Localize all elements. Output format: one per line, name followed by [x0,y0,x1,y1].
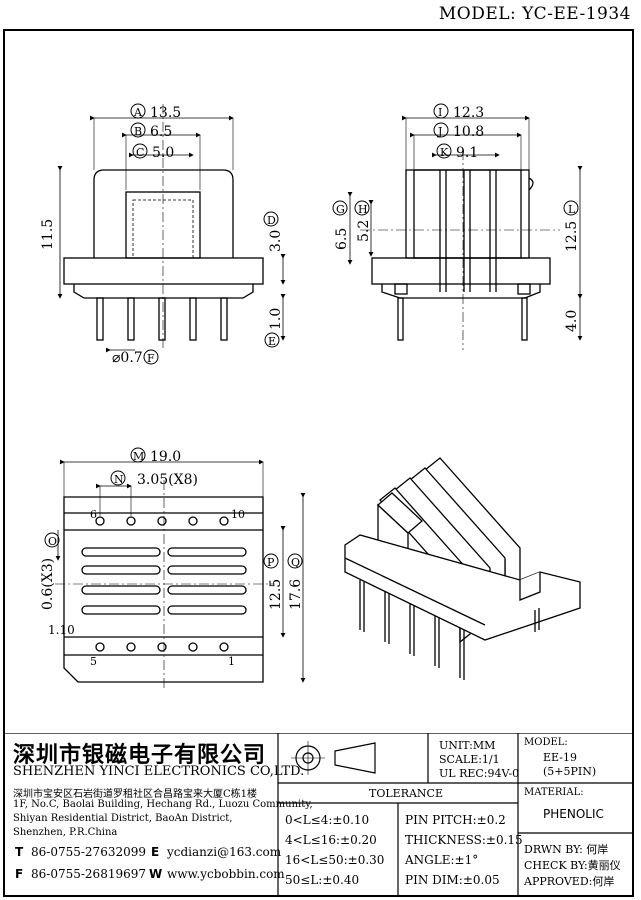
email-value: ycdianzi@163.com [167,845,282,859]
dim-d: 3.0 [268,230,284,252]
company-address-en-3: Shenzhen, P.R.China [13,827,118,838]
check-by: CHECK BY:黄丽仪 [524,859,621,872]
web-label: W [149,867,163,881]
dim-c: 5.0 [152,145,174,161]
tol-right-1: THICKNESS:±0.15 [405,833,523,847]
technical-drawing: A 13.5 B 6.5 C 5.0 11.5 D 3.0 1.0 E ⌀0.7… [40,103,583,690]
pin-5: 5 [90,655,97,668]
front-height: 11.5 [40,219,56,250]
pin-10: 10 [231,508,245,521]
side-view [347,115,583,350]
dim-a: 13.5 [150,105,181,121]
tolerance-title: TOLERANCE [369,787,443,800]
svg-text:G: G [336,203,345,216]
dim-e: 1.0 [268,308,284,330]
tol-left-0: 0<L≤4:±0.10 [285,813,370,827]
email-label: E [151,845,160,859]
tol-right-3: PIN DIM:±0.05 [405,873,500,887]
dim-j: 10.8 [453,124,484,140]
tol-right-0: PIN PITCH:±0.2 [405,813,506,827]
tol-left-2: 16<L≤50:±0.30 [285,853,385,867]
svg-text:N: N [114,473,124,486]
dim-h: 5.2 [356,220,372,242]
svg-text:B: B [134,125,142,138]
dim-q: 17.6 [288,579,304,610]
tel-label: T [15,845,24,859]
company-address-cn: 深圳市宝安区石岩街道罗租社区合昌路宝来大厦C栋1楼 [13,789,258,800]
company-address-en-2: Shiyan Residential District, BaoAn Distr… [13,813,233,824]
front-view [57,104,286,353]
model-title: MODEL: YC-EE-1934 [438,4,631,24]
scale-text: SCALE:1/1 [439,753,500,766]
dim-o: 0.6(X3) [40,558,56,610]
dim-m: 19.0 [150,449,181,465]
svg-text:K: K [440,146,449,159]
fax-value: 86-0755-26819697 [31,867,146,881]
material-value: PHENOLIC [543,807,604,821]
approved-by: APPROVED:何岸 [524,875,615,888]
company-address-en-1: 1F, No.C, Baolai Building, Hechang Rd., … [13,799,313,810]
pin-1: 1 [228,655,235,668]
svg-text:C: C [136,146,144,159]
dim-b: 6.5 [150,124,172,140]
dim-p: 12.5 [268,579,284,610]
slot-label: 1.10 [48,623,75,637]
web-value: www.ycbobbin.com [167,867,285,881]
unit-text: UNIT:MM [439,739,496,752]
dim-f: ⌀0.7 [112,350,143,366]
svg-text:A: A [133,106,143,119]
drawn-by: DRWN BY: 何岸 [524,843,609,856]
ul-text: UL REC:94V-0 [439,767,520,780]
dim-l: 12.5 [564,221,580,252]
tol-right-2: ANGLE:±1° [405,853,479,867]
dim-n: 3.05(X8) [137,472,198,488]
pin-6: 6 [90,508,97,521]
tol-left-3: 50≤L:±0.40 [285,873,360,887]
title-block: 深圳市银磁电子有限公司 SHENZHEN YINCI ELECTRONICS C… [3,733,634,897]
material-label: MATERIAL: [524,787,584,798]
svg-text:O: O [48,535,57,548]
fax-label: F [15,867,24,881]
pin-length: 4.0 [564,310,580,332]
model-value-2: (5+5PIN) [543,765,597,778]
svg-text:F: F [147,352,155,365]
svg-text:J: J [437,125,442,138]
svg-text:E: E [268,335,276,348]
svg-text:L: L [568,203,576,216]
company-name-en: SHENZHEN YINCI ELECTRONICS CO,LTD. [13,764,305,779]
tol-left-1: 4<L≤16:±0.20 [285,833,377,847]
dim-g: 6.5 [334,228,350,250]
svg-text:I: I [438,106,442,119]
bottom-view [55,459,306,690]
model-value-1: EE-19 [543,751,577,764]
svg-text:D: D [267,214,276,227]
svg-text:Q: Q [291,556,300,569]
dim-k: 9.1 [456,145,478,161]
company-name-cn: 深圳市银磁电子有限公司 [13,742,267,768]
isometric-view [344,457,581,680]
svg-text:H: H [358,203,368,216]
drawing-frame [3,29,634,897]
svg-text:P: P [267,556,275,569]
svg-text:M: M [133,450,144,463]
model-label: MODEL: [524,737,568,748]
tel-value: 86-0755-27632099 [31,845,146,859]
dim-i: 12.3 [453,105,484,121]
